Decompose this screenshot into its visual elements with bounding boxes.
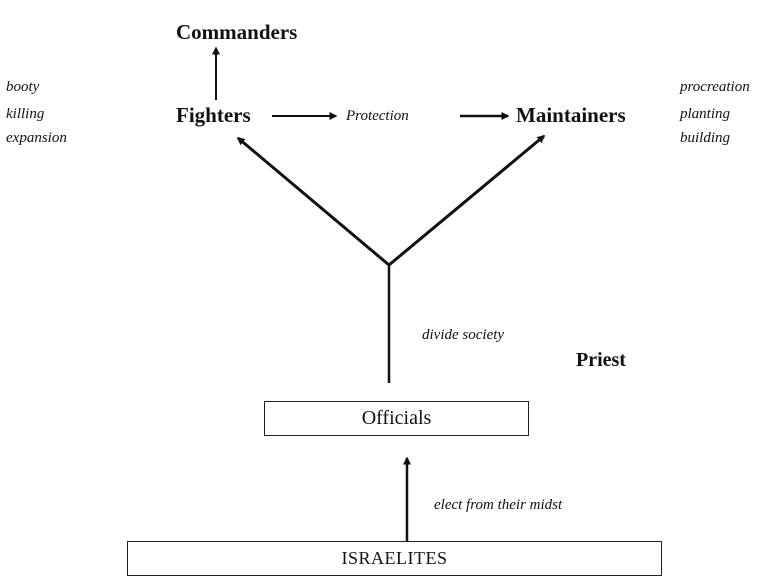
node-maintainers: Maintainers [516, 103, 626, 127]
node-fighters: Fighters [176, 103, 251, 127]
fighter-attribute-booty: booty [6, 79, 40, 95]
maintainer-attribute-building: building [680, 130, 731, 146]
label-protection: Protection [346, 108, 409, 124]
maintainer-attribute-planting: planting [680, 106, 731, 122]
node-priest: Priest [576, 349, 626, 371]
node-commanders: Commanders [176, 20, 298, 44]
arrow-split-to-fighters [236, 136, 390, 267]
fighter-attribute-expansion: expansion [6, 130, 67, 146]
arrow-split-to-maintainers [388, 134, 546, 267]
israelites-box: ISRAELITES [127, 541, 662, 576]
node-officials: Officials [361, 407, 432, 429]
fighter-attribute-killing: killing [6, 106, 45, 122]
node-israelites: ISRAELITES [341, 548, 448, 568]
edge-label-elect: elect from their midst [434, 497, 563, 513]
officials-box: Officials [264, 401, 529, 436]
maintainer-attribute-procreation: procreation [680, 79, 750, 95]
edge-label-divide-society: divide society [422, 327, 505, 343]
